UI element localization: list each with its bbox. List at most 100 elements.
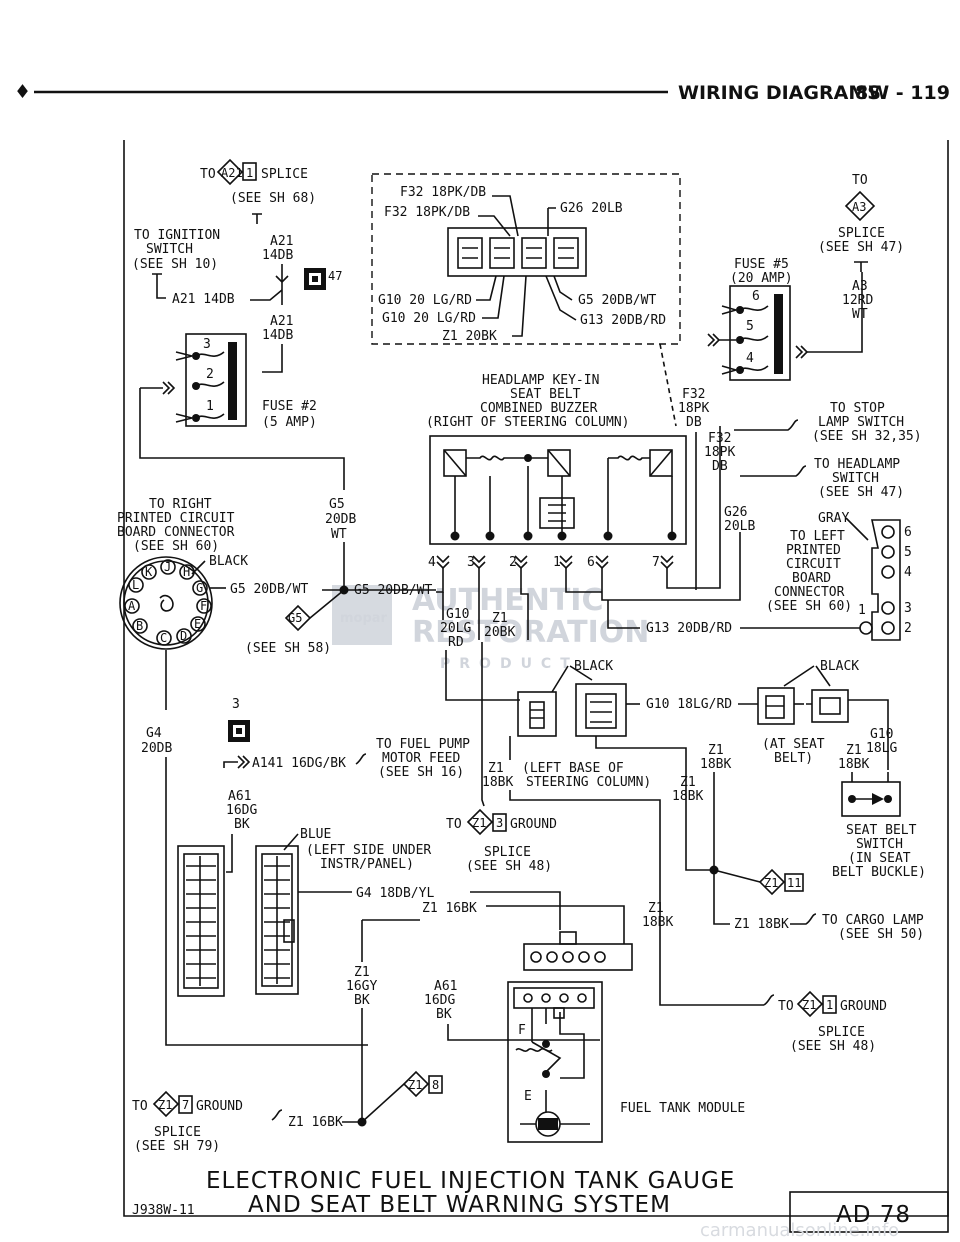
path-shape: [466, 455, 528, 461]
z1-7-id: Z1: [158, 1098, 172, 1112]
z1-18b-l2: 18BK: [672, 789, 703, 804]
g10-bottom-l1: G10: [446, 607, 469, 622]
path-shape: [783, 665, 831, 687]
path-shape: [547, 449, 571, 477]
headlamp-l1: TO HEADLAMP: [814, 457, 900, 472]
fuse-5: FUSE #5 (20 AMP) 6 5 4: [707, 257, 863, 381]
seat-conn-color: BLACK: [820, 659, 859, 674]
z1-1-l1: SPLICE: [818, 1025, 865, 1040]
g10-18-wire: G10 18LG/RD: [646, 697, 732, 712]
stop-lamp-l2: (SEE SH 32,35): [812, 429, 922, 444]
rect-shape: [553, 1007, 565, 1019]
path-shape: [807, 272, 863, 353]
path-shape: [608, 455, 650, 461]
a61-left-l1: A61: [228, 789, 251, 804]
right-pcb-color: BLACK: [209, 554, 248, 569]
fuse5-pin-6: 6: [752, 289, 760, 304]
right-pcb-l3: BOARD CONNECTOR: [117, 525, 235, 540]
g26-l1: G26: [724, 505, 747, 520]
path-shape: [649, 449, 673, 477]
z1-1-prefix: TO: [778, 999, 794, 1014]
path-shape: [175, 413, 193, 423]
inset-wire-2: F32 18PK/DB: [384, 205, 470, 220]
rect-shape: [649, 449, 673, 477]
inset-wire-6: Z1 20BK: [442, 329, 497, 344]
title-block: ELECTRONIC FUEL INJECTION TANK GAUGE AND…: [132, 1168, 949, 1241]
stop-lamp-l1: LAMP SWITCH: [818, 415, 904, 430]
right-pcb-l2: PRINTED CIRCUIT: [117, 511, 235, 526]
pcb-l6: (SEE SH 60): [766, 599, 852, 614]
z1-7-suffix: GROUND: [196, 1099, 243, 1114]
seat-switch-l3: (IN SEAT: [848, 851, 911, 866]
watermark-line1: AUTHENTIC: [412, 583, 603, 618]
buzzer-feed-labels: G10 20LG RD Z1 20BK G13 20DB/RD: [440, 600, 732, 807]
left-pcb-connector: GRAY TO LEFT PRINTED CIRCUIT BOARD CONNE…: [740, 511, 912, 641]
watermark-line2: RESTORATION: [412, 615, 649, 650]
g4-vert-l1: G4: [146, 726, 162, 741]
z1-bottom-l1: Z1: [492, 611, 508, 626]
z1-18b-l1: Z1: [680, 775, 696, 790]
g5-splice-ref: (SEE SH 58): [245, 641, 331, 656]
path-shape: [175, 351, 193, 361]
f32-feeds: F32 18PK DB F32 18PK DB TO STOP LAMP SWI…: [678, 387, 922, 590]
circle-shape: [881, 621, 895, 635]
z1-right-labels: Z1 18BK Z1 18BK Z1 18BK Z1 18BK TO CARGO…: [642, 743, 924, 942]
a61-right-l2: 16DG: [424, 993, 455, 1008]
inset-wire-3: G26 20LB: [560, 201, 623, 216]
a21-splice-num: 1: [246, 166, 253, 180]
circle-shape: [523, 993, 533, 1003]
text-shape: K: [145, 565, 153, 579]
g5-conn-wire: G5 20DB/WT: [230, 582, 308, 597]
polygon-shape: [758, 868, 786, 896]
rect-shape: [547, 449, 571, 477]
z1-3-suffix: GROUND: [510, 817, 557, 832]
title-line-1: ELECTRONIC FUEL INJECTION TANK GAUGE: [206, 1168, 735, 1194]
cargo-l1: TO CARGO LAMP: [822, 913, 924, 928]
g10-18r-l1: G10: [870, 727, 893, 742]
a141-wire: A141 16DG/BK: [252, 756, 346, 771]
a21-splice-prefix: TO: [200, 167, 216, 182]
inset-wire-1: F32 18PK/DB: [400, 185, 486, 200]
seat-switch-l2: SWITCH: [856, 837, 903, 852]
path-shape: [509, 736, 712, 871]
circle-shape: [190, 616, 206, 632]
path-shape: [159, 594, 174, 612]
g10-bottom-l3: RD: [448, 635, 464, 650]
rect-shape: [784, 873, 804, 892]
path-shape: [854, 261, 868, 272]
z1-18bk-cargo: Z1 18BK: [734, 917, 789, 932]
path-shape: [851, 772, 889, 782]
a21-top-wire-l2: 14DB: [262, 248, 293, 263]
rect-shape: [457, 237, 483, 269]
path-shape: [445, 650, 520, 701]
path-shape: [447, 1024, 600, 1041]
rect-shape: [489, 237, 515, 269]
z1-3-ref: (SEE SH 48): [466, 859, 552, 874]
polygon-shape: [402, 1070, 430, 1098]
path-shape: [739, 305, 769, 311]
path-shape: [476, 275, 577, 337]
path-shape: [186, 865, 216, 979]
circle-shape: [578, 951, 590, 963]
g5-right-wire: G5 20DB/WT: [354, 583, 432, 598]
a3-wire-code: A3: [852, 279, 868, 294]
seat-belt-connector: BLACK (AT SEAT BELT) G10 18LG Z1 18BK SE…: [757, 659, 926, 880]
headlamp-l2: SWITCH: [832, 471, 879, 486]
path-shape: [739, 365, 769, 371]
fuel-tank-f: F: [518, 1023, 526, 1038]
a21-splice-num-box: [242, 162, 257, 181]
rect-shape: [774, 294, 783, 374]
rect-shape: [371, 173, 681, 345]
f32b-l3: DB: [712, 459, 728, 474]
fuse-2: 3 2 1 FUSE #2 (5 AMP): [139, 333, 345, 490]
cargo-l2: (SEE SH 50): [838, 927, 924, 942]
seat-switch-l4: BELT BUCKLE): [832, 865, 926, 880]
right-pcb-connector: TO RIGHT PRINTED CIRCUIT BOARD CONNECTOR…: [117, 497, 436, 1046]
fuse5-l2: (20 AMP): [730, 271, 793, 286]
circle-shape: [124, 598, 140, 614]
path-shape: [551, 665, 593, 693]
z1-3-id: Z1: [472, 816, 486, 830]
z1-18c-l2: 18BK: [642, 915, 673, 930]
drawing-code: J938W-11: [132, 1203, 195, 1218]
